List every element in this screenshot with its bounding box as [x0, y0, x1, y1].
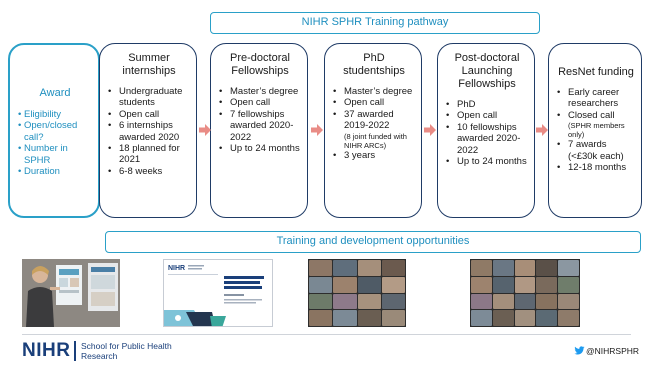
award-card: Award Eligibility Open/closed call? Numb… — [8, 43, 100, 218]
list-item: Number in SPHR — [18, 143, 92, 166]
summer-internships-card: Summer internships Undergraduate student… — [99, 43, 197, 218]
logo-divider — [74, 341, 76, 361]
card-list: 7 awards (<£30k each) 12-18 months — [557, 139, 635, 174]
list-item: Eligibility — [18, 109, 92, 121]
list-item: 37 awarded 2019-2022 — [333, 109, 415, 132]
card-list: 3 years — [333, 150, 415, 162]
right-arrow-icon — [424, 124, 436, 136]
video-call-grid-photo — [308, 259, 406, 327]
list-item: Open call — [333, 97, 415, 109]
nihr-logo: NIHR — [22, 340, 71, 361]
list-item: 3 years — [333, 150, 415, 162]
list-item: 6 internships awarded 2020 — [108, 120, 190, 143]
svg-text:NIHR: NIHR — [168, 265, 185, 272]
award-criteria-list: Eligibility Open/closed call? Number in … — [18, 109, 92, 178]
card-title: Summer internships — [122, 52, 176, 77]
card-title: PhD studentships — [343, 52, 405, 77]
right-arrow-icon — [536, 124, 548, 136]
list-item: Master’s degree — [219, 86, 301, 98]
development-plan-report-image: NIHR — [163, 259, 273, 327]
list-item: Up to 24 months — [446, 156, 528, 168]
card-note: (SPHR members only) — [568, 121, 625, 140]
list-item: Open call — [108, 109, 190, 121]
list-item: Early career researchers — [557, 87, 635, 110]
training-development-banner: Training and development opportunities — [105, 231, 641, 253]
pre-doctoral-fellowships-card: Pre-doctoral Fellowships Master’s degree… — [210, 43, 308, 218]
resnet-funding-card: ResNet funding Early career researchers … — [548, 43, 642, 218]
list-item: Open call — [446, 110, 528, 122]
list-item: Open call — [219, 97, 301, 109]
list-item: Master’s degree — [333, 86, 415, 98]
twitter-handle[interactable]: @NIHRSPHR — [586, 346, 640, 356]
card-title: Post-doctoral Launching Fellowships — [454, 52, 520, 90]
list-item: 18 planned for 2021 — [108, 143, 190, 166]
card-list: PhD Open call 10 fellowships awarded 202… — [446, 99, 528, 168]
school-name: School for Public Health Research — [81, 341, 172, 361]
poster-presentation-photo — [22, 259, 120, 327]
list-item: PhD — [446, 99, 528, 111]
card-list: Early career researchers Closed call — [557, 87, 635, 122]
post-doctoral-fellowships-card: Post-doctoral Launching Fellowships PhD … — [437, 43, 535, 218]
list-item: Duration — [18, 166, 92, 178]
right-arrow-icon — [311, 124, 323, 136]
list-item: Open/closed call? — [18, 120, 92, 143]
card-list: Undergraduate students Open call 6 inter… — [108, 86, 190, 178]
training-pathway-banner: NIHR SPHR Training pathway — [210, 12, 540, 34]
list-item: 7 fellowships awarded 2020-2022 — [219, 109, 301, 143]
twitter-icon — [574, 346, 585, 355]
list-item: Undergraduate students — [108, 86, 190, 109]
card-list: Master’s degree Open call 7 fellowships … — [219, 86, 301, 155]
list-item: 6-8 weeks — [108, 166, 190, 178]
list-item: 12-18 months — [557, 162, 635, 174]
card-title: ResNet funding — [558, 66, 634, 78]
list-item: 7 awards (<£30k each) — [557, 139, 635, 162]
card-title: Pre-doctoral Fellowships — [230, 52, 290, 77]
award-title: Award — [39, 87, 71, 99]
card-note: (8 joint funded with NIHR ARCs) — [344, 131, 407, 150]
video-call-grid-photo-2 — [470, 259, 580, 327]
phd-studentships-card: PhD studentships Master’s degree Open ca… — [324, 43, 422, 218]
list-item: Closed call — [557, 110, 635, 122]
right-arrow-icon — [199, 124, 211, 136]
footer-divider — [22, 334, 631, 335]
card-list: Master’s degree Open call 37 awarded 201… — [333, 86, 415, 132]
list-item: Up to 24 months — [219, 143, 301, 155]
list-item: 10 fellowships awarded 2020-2022 — [446, 122, 528, 156]
